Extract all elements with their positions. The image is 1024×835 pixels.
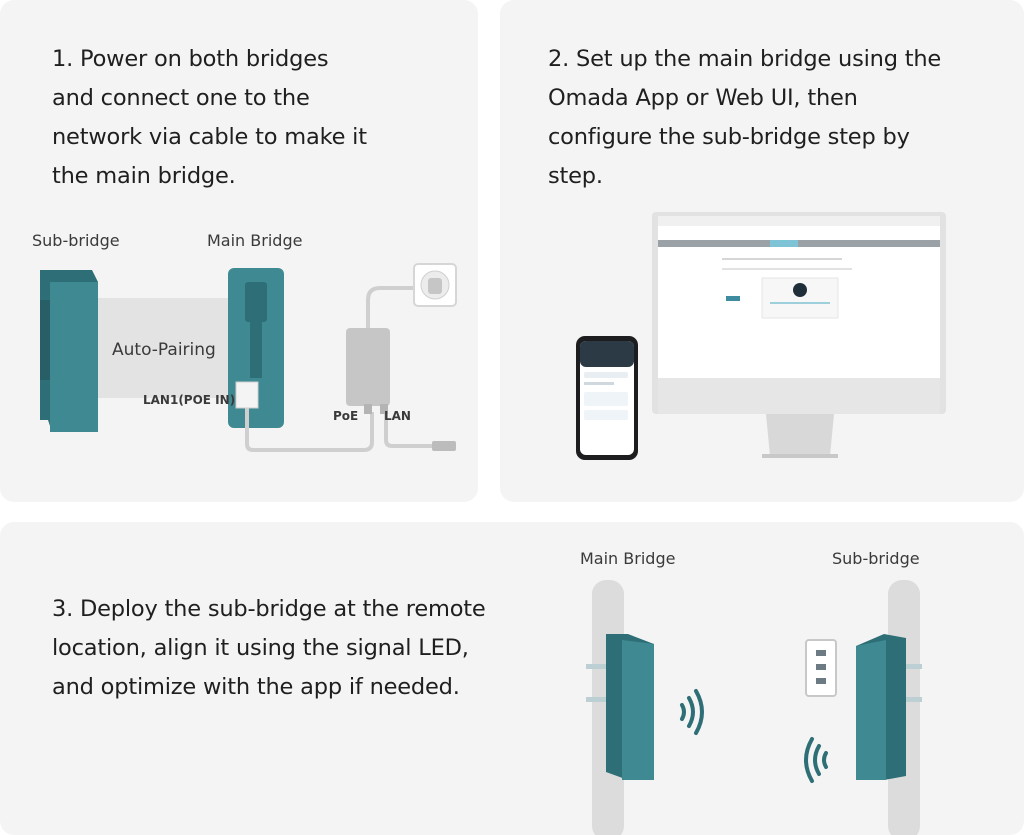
monitor-icon (652, 212, 946, 458)
step2-illustration (576, 212, 946, 460)
auto-pairing-label: Auto-Pairing (112, 340, 216, 360)
lan-cable (384, 412, 452, 448)
step2-card: 2. Set up the main bridge using the Omad… (500, 0, 1024, 502)
auto-pairing-beam (98, 298, 232, 398)
main-bridge-device (228, 268, 284, 428)
main-bridge-label: Main Bridge (207, 231, 302, 250)
smartphone-icon (576, 336, 638, 460)
signal-waves-icon (680, 689, 704, 735)
step1-card: 1. Power on both bridges and connect one… (0, 0, 478, 502)
poe-adapter-icon (346, 328, 390, 414)
signal-waves-icon (804, 737, 828, 783)
main-bridge-label: Main Bridge (580, 549, 675, 568)
poe-port-label: PoE (333, 409, 358, 423)
sub-bridge-device (40, 270, 98, 432)
step3-illustration: Main Bridge Sub-bridge (580, 549, 922, 835)
sub-bridge-label: Sub-bridge (832, 549, 920, 568)
step3-card: 3. Deploy the sub-bridge at the remote l… (0, 522, 1024, 835)
lan-plug (432, 441, 456, 451)
step3-text: 3. Deploy the sub-bridge at the remote l… (52, 596, 486, 700)
sub-bridge-device (856, 634, 922, 780)
step2-text: 2. Set up the main bridge using the Omad… (548, 46, 942, 189)
sub-bridge-label: Sub-bridge (32, 231, 120, 250)
poe-cable (245, 408, 374, 452)
main-bridge-device (586, 634, 654, 780)
power-cable (366, 286, 418, 328)
signal-led-icon (805, 639, 837, 697)
step1-text: 1. Power on both bridges and connect one… (52, 46, 367, 189)
lan-port-label: LAN (384, 409, 411, 423)
lan1-port-label: LAN1(POE IN) (143, 393, 235, 407)
step1-illustration: Sub-bridge Main Bridge Auto-Pairing LAN1… (32, 231, 457, 452)
power-outlet-icon (413, 263, 457, 307)
